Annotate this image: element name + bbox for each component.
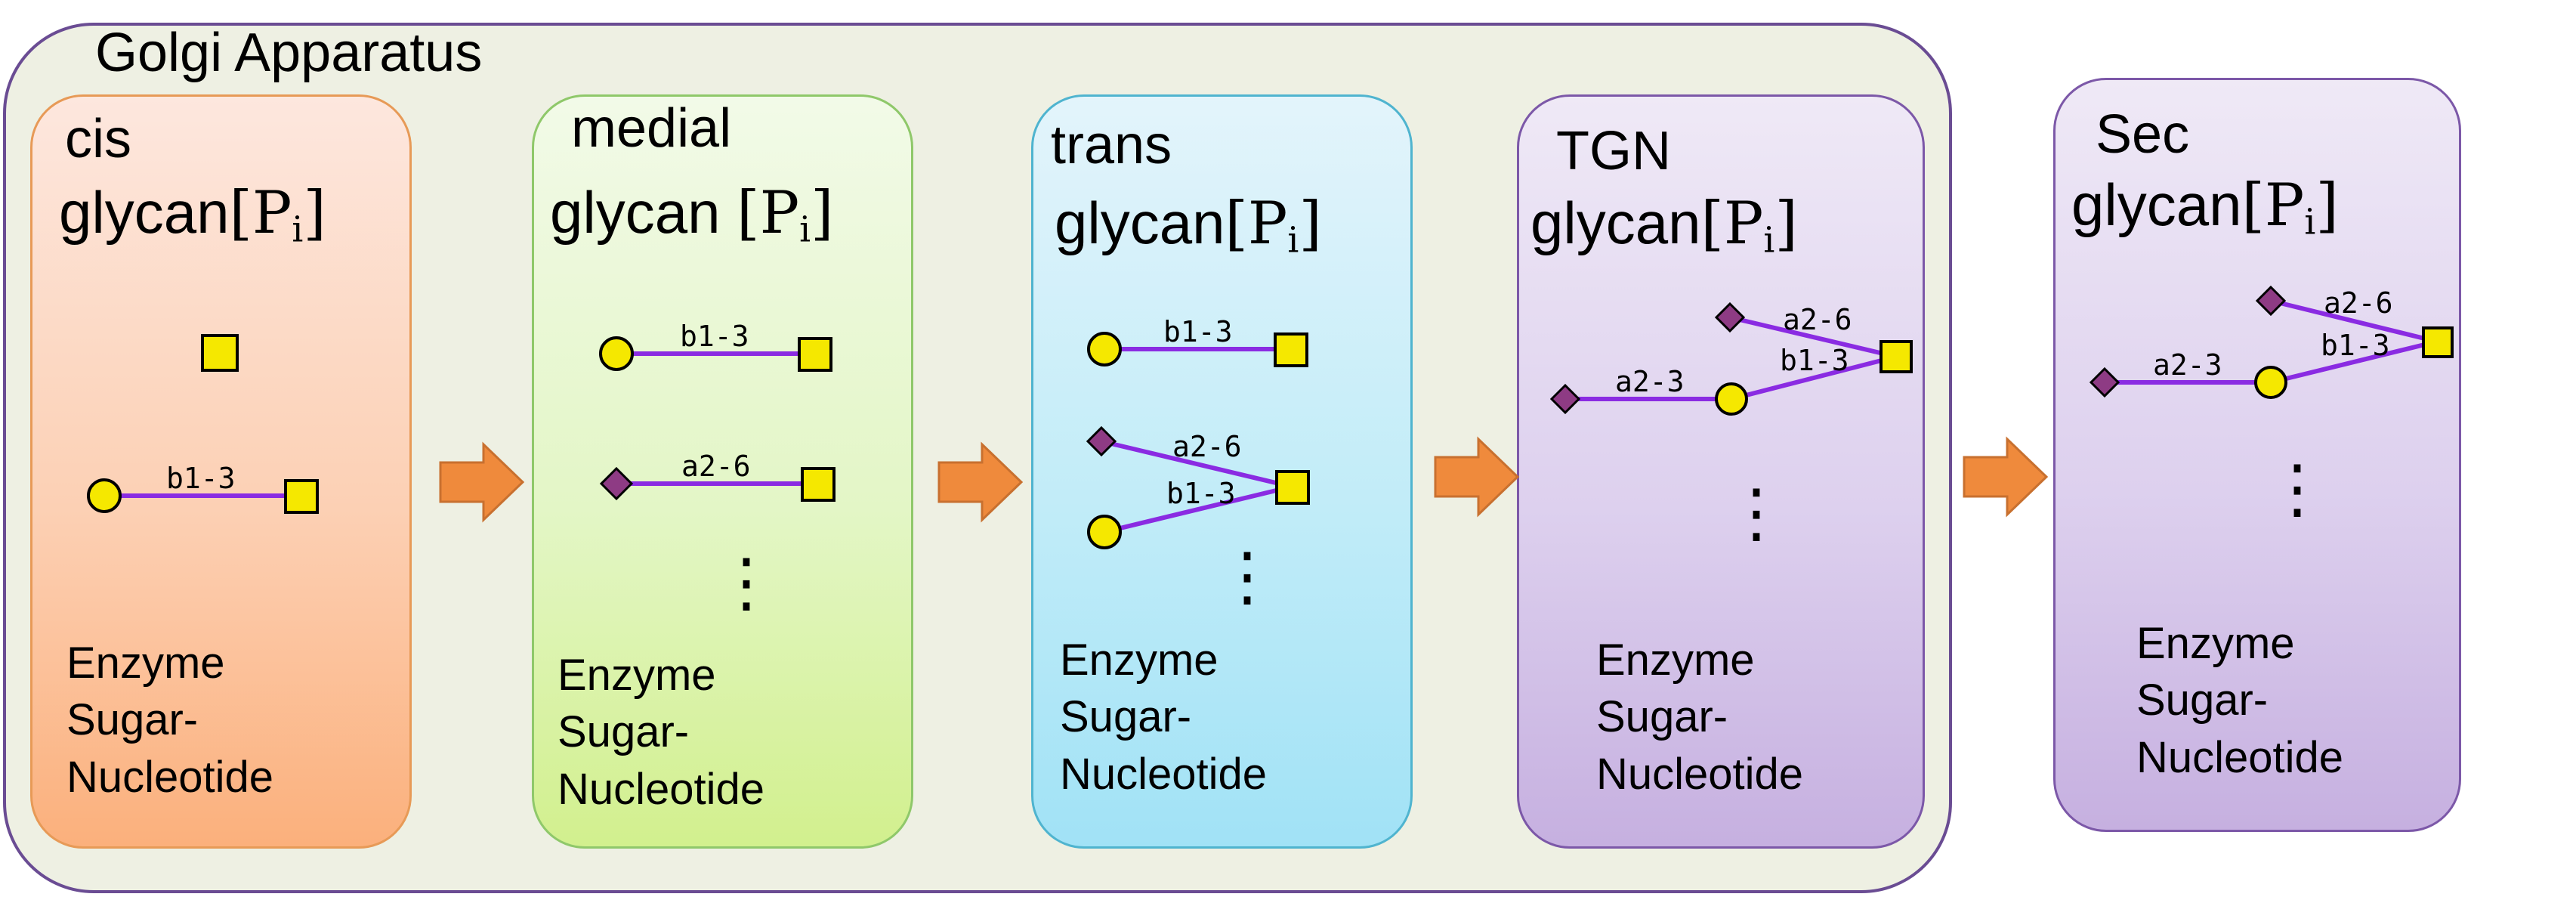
galnac-square-icon [1879,340,1913,373]
glycan-label-medial: glycan [Pi] [550,179,834,251]
linkage-label: a2-6 [1783,303,1852,336]
glycan-label-cis: glycan[Pi] [59,179,326,251]
glycan-label-trans: glycan[Pi] [1055,190,1322,261]
galnac-square-icon [1274,332,1308,367]
ellipsis-icon: ⋮ [1724,475,1789,551]
linkage-label: b1-3 [1163,315,1233,348]
linkage-label: a2-6 [1172,430,1242,463]
sialic-acid-diamond-icon [1549,383,1581,415]
stage-label-sec: Sec [2096,104,2190,165]
linkage-label: b1-3 [2321,329,2390,362]
ellipsis-icon: ⋮ [714,545,779,620]
golgi-title: Golgi Apparatus [95,23,483,83]
sialic-acid-diamond-icon [2255,285,2287,317]
ellipsis-icon: ⋮ [1215,539,1280,614]
arrow-right-icon [1434,436,1520,518]
sialic-acid-diamond-icon [1086,425,1117,457]
galactose-circle-icon [2254,366,2287,399]
galnac-square-icon [1275,470,1310,505]
sialic-acid-diamond-icon [2089,366,2120,398]
galactose-circle-icon [87,478,122,513]
bond-line [1101,439,1293,489]
galnac-square-icon [2422,326,2454,358]
bond-line [1104,484,1293,534]
linkage-label: b1-3 [1166,477,1236,510]
galactose-circle-icon [1087,332,1122,366]
sialic-acid-diamond-icon [599,466,634,501]
sialic-acid-diamond-icon [1714,302,1746,333]
stage-label-medial: medial [571,98,732,159]
panel-medial [532,94,913,849]
linkage-label: b1-3 [166,462,236,495]
galnac-square-icon [284,479,319,514]
galnac-square-icon [201,334,239,372]
galnac-square-icon [801,467,836,502]
bond-line [1729,315,1897,359]
panel-cis [30,94,412,849]
bond-line [1731,354,1897,401]
panel-tgn [1517,94,1925,849]
galactose-circle-icon [1715,382,1748,416]
panel-sec [2053,78,2461,832]
linkage-label: b1-3 [1780,344,1849,377]
linkage-label: a2-3 [2153,348,2222,382]
ellipsis-icon: ⋮ [2265,451,2330,527]
linkage-label: a2-6 [2324,286,2393,320]
bond-line [2270,339,2438,385]
stage-label-tgn: TGN [1556,121,1671,181]
stage-label-cis: cis [65,109,131,169]
glycan-label-tgn: glycan[Pi] [1530,190,1798,261]
linkage-label: b1-3 [680,320,749,353]
galnac-square-icon [798,337,832,372]
arrow-right-icon [937,441,1024,523]
linkage-label: a2-3 [1615,365,1685,398]
galactose-circle-icon [1087,515,1122,549]
linkage-label: a2-6 [681,450,751,483]
bond-line [2270,298,2438,344]
stage-label-trans: trans [1051,115,1172,175]
galactose-circle-icon [599,336,634,371]
glycan-label-sec: glycan[Pi] [2071,172,2339,243]
arrow-right-icon [439,441,525,523]
arrow-right-icon [1963,436,2049,518]
